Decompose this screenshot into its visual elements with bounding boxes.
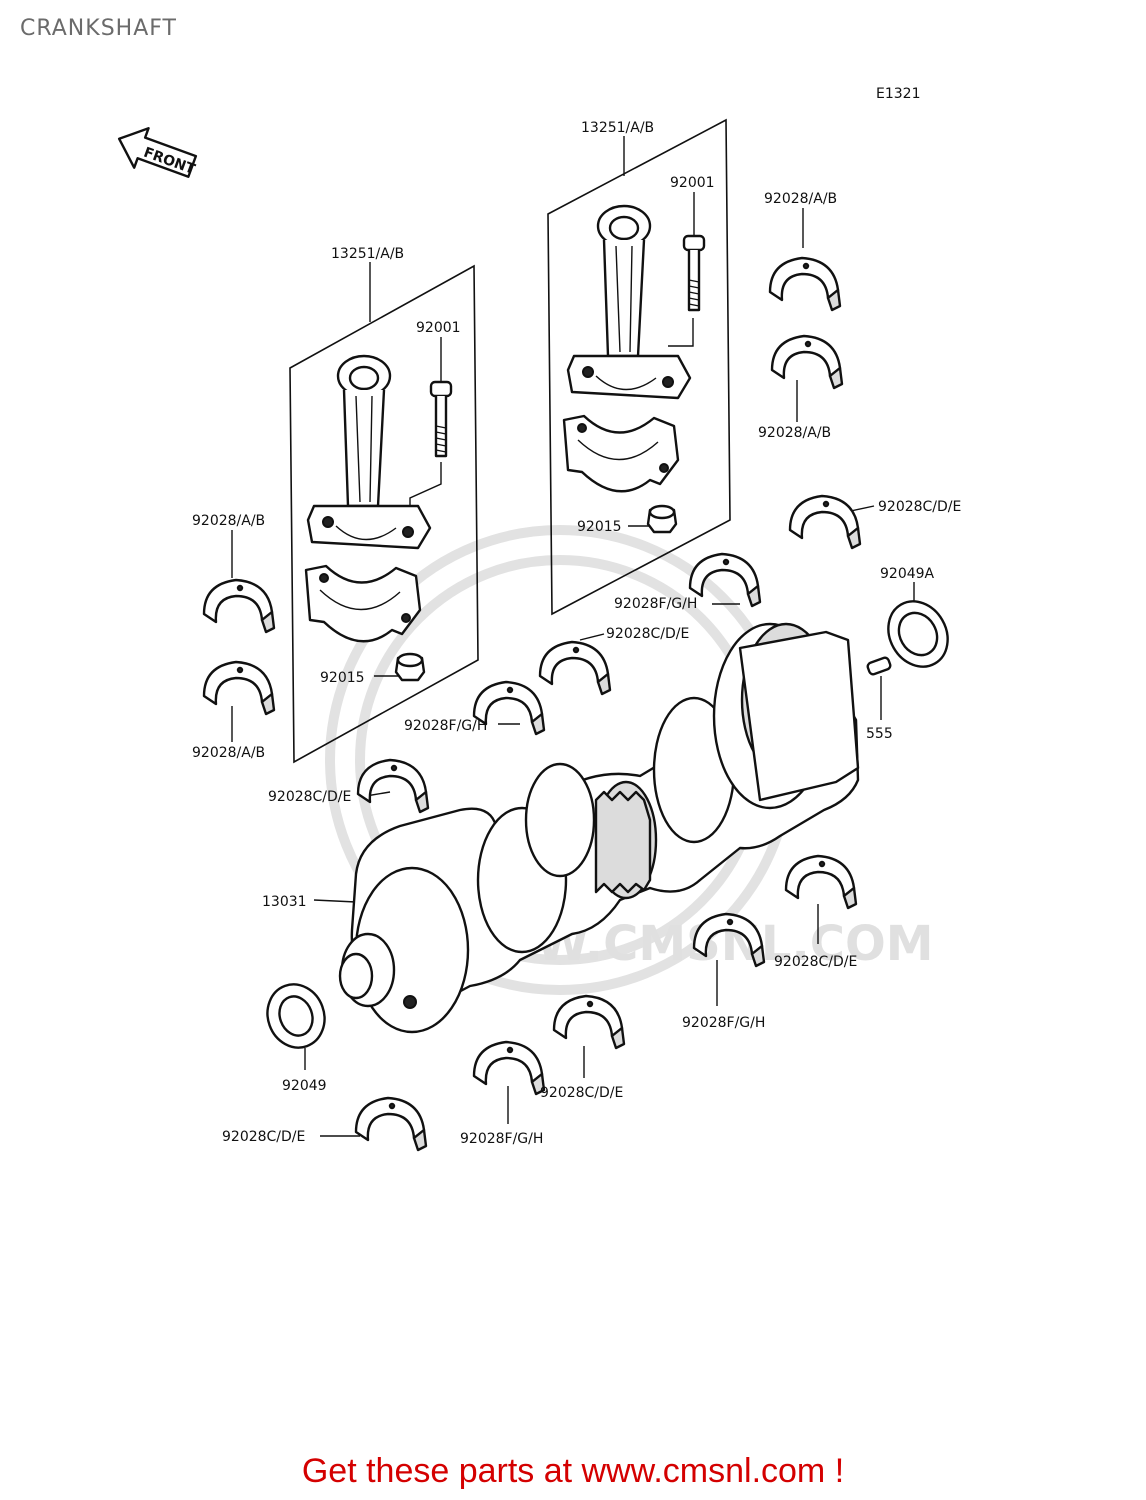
crankshaft [338, 622, 860, 1034]
label-bearing-ab-4: 92028/A/B [758, 425, 831, 441]
label-nut-right: 92015 [577, 519, 622, 535]
label-bearing-cde-3: 92028C/D/E [268, 789, 351, 805]
label-bolt-left: 92001 [416, 320, 461, 336]
label-bearing-cde-6: 92028C/D/E [222, 1129, 305, 1145]
leader-lines [231, 136, 915, 1137]
label-bearing-cde-4: 92028C/D/E [774, 954, 857, 970]
label-bearing-fgh-3: 92028F/G/H [682, 1015, 765, 1031]
label-crankshaft: 13031 [262, 894, 307, 910]
conrod-box-right [547, 118, 731, 616]
promo-link[interactable]: Get these parts at www.cmsnl.com ! [301, 1452, 845, 1490]
label-bearing-fgh-2: 92028F/G/H [404, 718, 487, 734]
label-seal-right: 92049A [880, 566, 935, 582]
conrod-cap-right [562, 414, 680, 493]
crankshaft-diagram: WWW.CMSNL.COM E1321 FRONT [117, 86, 961, 1152]
label-seal-left: 92049 [282, 1078, 327, 1094]
conrod-cap-left [304, 564, 422, 643]
label-bolt-right: 92001 [670, 175, 715, 191]
page-title: CRANKSHAFT [20, 16, 177, 41]
diagram-code: E1321 [876, 86, 920, 102]
pin-icon [866, 656, 892, 676]
label-bearing-cde-5: 92028C/D/E [540, 1085, 623, 1101]
nut-right-icon [646, 504, 678, 534]
label-pin: 555 [866, 726, 893, 742]
label-bearing-fgh-1: 92028F/G/H [614, 596, 697, 612]
label-bearing-fgh-4: 92028F/G/H [460, 1131, 543, 1147]
label-bearing-ab-3: 92028/A/B [764, 191, 837, 207]
bolt-right-icon [682, 234, 706, 312]
label-bearing-ab-2: 92028/A/B [192, 745, 265, 761]
label-nut-left: 92015 [320, 670, 365, 686]
conrod-box-left [289, 264, 479, 764]
label-conrod-right: 13251/A/B [581, 120, 654, 136]
bolt-left-icon [429, 380, 453, 458]
front-arrow-icon: FRONT [117, 127, 198, 178]
label-bearing-ab-1: 92028/A/B [192, 513, 265, 529]
label-bearing-cde-1: 92028C/D/E [878, 499, 961, 515]
label-bearing-cde-2: 92028C/D/E [606, 626, 689, 642]
conrod-right [566, 204, 692, 400]
label-conrod-left: 13251/A/B [331, 246, 404, 262]
part-labels: 13251/A/B 13251/A/B 92001 92001 92015 92… [192, 120, 961, 1147]
nut-left-icon [394, 652, 426, 682]
seal-left-icon [266, 983, 326, 1049]
conrod-left [306, 354, 432, 550]
seal-right-icon [887, 600, 949, 668]
